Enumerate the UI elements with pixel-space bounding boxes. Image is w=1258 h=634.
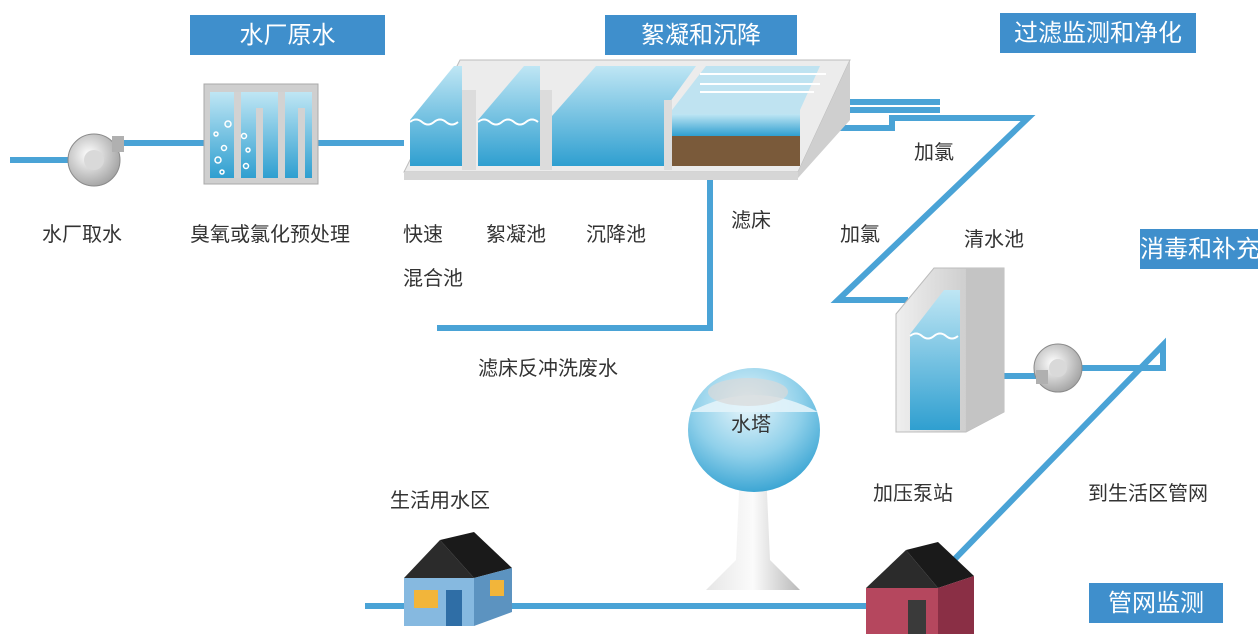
- filter-outlet-pipe: [822, 115, 1036, 303]
- pump-outlet-pipe: [945, 337, 1166, 569]
- booster-pump-icon: [1033, 343, 1083, 393]
- label-rapid-mix-1: 快速: [403, 222, 443, 246]
- banner-coagulation: 絮凝和沉降: [605, 15, 797, 55]
- house-icon: [404, 532, 512, 626]
- flocculation-basin: [478, 66, 540, 166]
- banner-disinfection: 消毒和补充: [1140, 229, 1258, 269]
- label-backwash: 滤床反冲洗废水: [478, 356, 618, 380]
- label-flocculation: 絮凝池: [486, 222, 546, 246]
- label-clear-well: 清水池: [964, 227, 1024, 251]
- intake-pump-icon: [67, 133, 124, 187]
- label-rapid-mix-2: 混合池: [403, 266, 463, 290]
- banner-filtration: 过滤监测和净化: [1000, 13, 1196, 53]
- bubbles-icon: [213, 120, 251, 175]
- water-tower-icon: [688, 368, 820, 590]
- pipe-network: [10, 99, 1166, 609]
- label-filter-bed: 滤床: [731, 208, 771, 232]
- label-preoxidation: 臭氧或氯化预处理: [190, 222, 350, 246]
- banner-raw-water: 水厂原水: [190, 15, 385, 55]
- rapid-mix-basin: [410, 66, 462, 166]
- label-chlorine-mid: 加氯: [840, 222, 880, 246]
- label-chlorine-top: 加氯: [914, 140, 954, 164]
- backwash-pipe: [437, 180, 713, 331]
- banner-network: 管网监测: [1089, 583, 1223, 623]
- label-residential: 生活用水区: [390, 488, 490, 512]
- label-water-tower: 水塔: [731, 412, 771, 436]
- clear-well: [895, 267, 1005, 433]
- pump-station-icon: [866, 542, 974, 634]
- label-booster: 加压泵站: [873, 481, 953, 505]
- label-to-network: 到生活区管网: [1088, 481, 1208, 505]
- label-intake: 水厂取水: [42, 222, 122, 246]
- treatment-basins: [403, 59, 851, 180]
- label-sedimentation: 沉降池: [586, 222, 646, 246]
- sedimentation-basin: [552, 66, 696, 166]
- preoxidation-tank: [203, 83, 319, 185]
